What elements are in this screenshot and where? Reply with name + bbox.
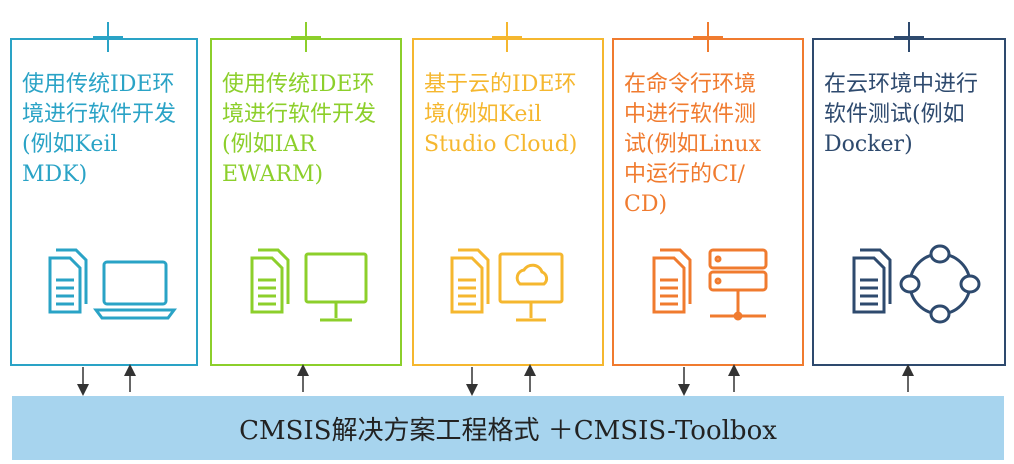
cloud-monitor-icon: [498, 252, 564, 322]
document-icon: [250, 248, 290, 314]
cmsis-toolbox-bar: CMSIS解决方案工程格式 ＋CMSIS-Toolbox: [12, 396, 1004, 460]
panel-icons: [814, 240, 1004, 360]
panel-linux-ci-cd: 在命令行环境 中进行软件测 试(例如Linux 中运行的CI/ CD): [612, 38, 804, 366]
panel-text: 在云环境中进行 软件测试(例如 Docker): [824, 72, 979, 157]
cross-marker: [894, 22, 924, 52]
monitor-icon: [304, 252, 368, 322]
panel-text: 使用传统IDE环 境进行软件开发 (例如IAR EWARM): [222, 72, 377, 187]
laptop-icon: [93, 260, 177, 320]
cross-marker: [693, 22, 723, 52]
document-icon: [652, 248, 692, 314]
panel-iar-ewarm: 使用传统IDE环 境进行软件开发 (例如IAR EWARM): [210, 38, 402, 366]
panel-text: 使用传统IDE环 境进行软件开发 (例如Keil MDK): [22, 72, 177, 187]
panel-icons: [414, 240, 602, 360]
cross-marker: [291, 22, 321, 52]
document-icon: [852, 248, 892, 314]
panel-keil-mdk: 使用传统IDE环 境进行软件开发 (例如Keil MDK): [10, 38, 198, 366]
panel-text: 在命令行环境 中进行软件测 试(例如Linux 中运行的CI/ CD): [624, 72, 761, 217]
document-icon: [450, 248, 490, 314]
panel-icons: [212, 240, 400, 360]
document-icon: [48, 248, 88, 314]
cross-marker: [93, 22, 123, 52]
server-icon: [708, 248, 768, 321]
network-icon: [899, 244, 981, 324]
panel-icons: [12, 240, 196, 360]
bar-label: CMSIS解决方案工程格式 ＋CMSIS-Toolbox: [239, 415, 777, 446]
panel-text: 基于云的IDE环 境(例如Keil Studio Cloud): [424, 72, 578, 157]
panel-icons: [614, 240, 802, 360]
panel-docker: 在云环境中进行 软件测试(例如 Docker): [812, 38, 1006, 366]
panel-keil-studio-cloud: 基于云的IDE环 境(例如Keil Studio Cloud): [412, 38, 604, 366]
cross-marker: [492, 22, 522, 52]
